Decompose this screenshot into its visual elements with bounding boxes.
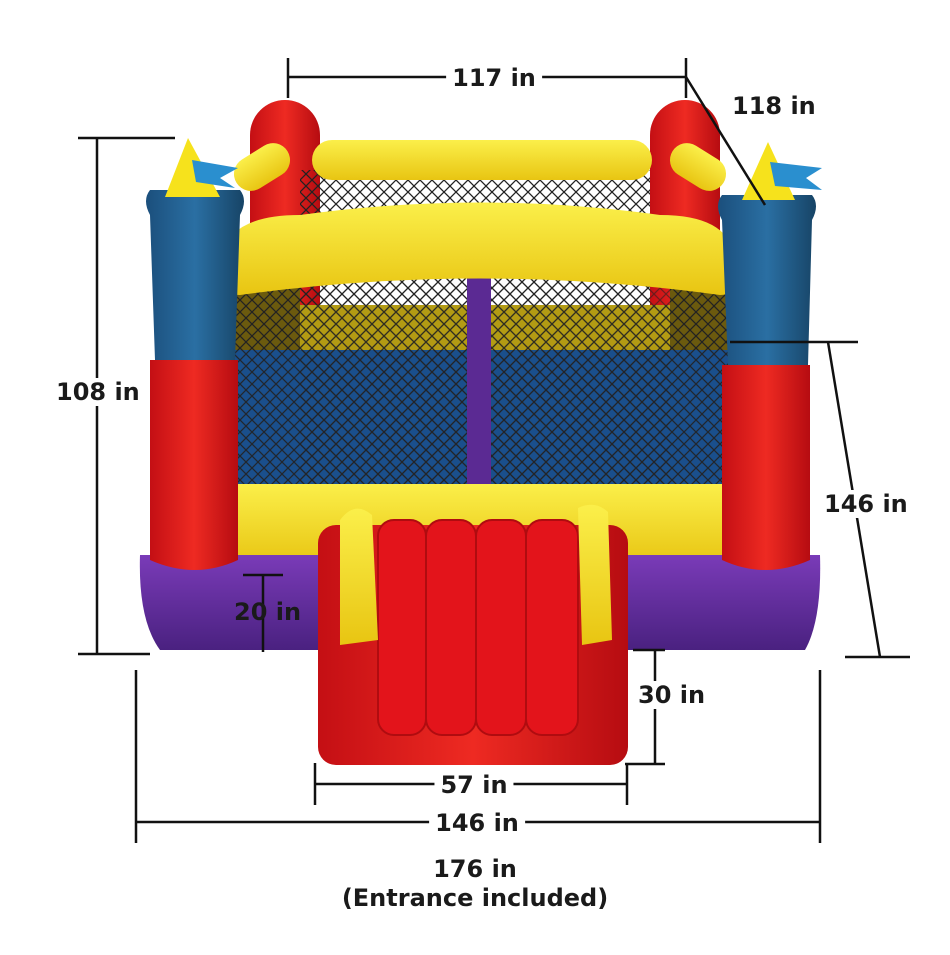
total-length-note: (Entrance included): [341, 884, 609, 912]
back-top-beam: [312, 140, 652, 180]
left-turret: [146, 138, 244, 570]
base-height-label: 20 in: [234, 598, 302, 626]
total-length-label: 176 in: [433, 855, 517, 883]
side-depth-label: 146 in: [818, 490, 914, 518]
side-beams: [233, 143, 727, 191]
overall-height-label: 108 in: [50, 378, 146, 406]
top-depth-label: 118 in: [732, 92, 816, 120]
front-arch-beam: [222, 202, 735, 295]
entrance-slide: [318, 504, 628, 765]
right-turret: [718, 142, 822, 570]
dimension-lines: [78, 58, 910, 843]
slide-height-label: 30 in: [632, 681, 712, 709]
base-width-label: 146 in: [429, 809, 525, 837]
slide-width-label: 57 in: [434, 771, 514, 799]
top-width-label: 117 in: [446, 64, 542, 92]
